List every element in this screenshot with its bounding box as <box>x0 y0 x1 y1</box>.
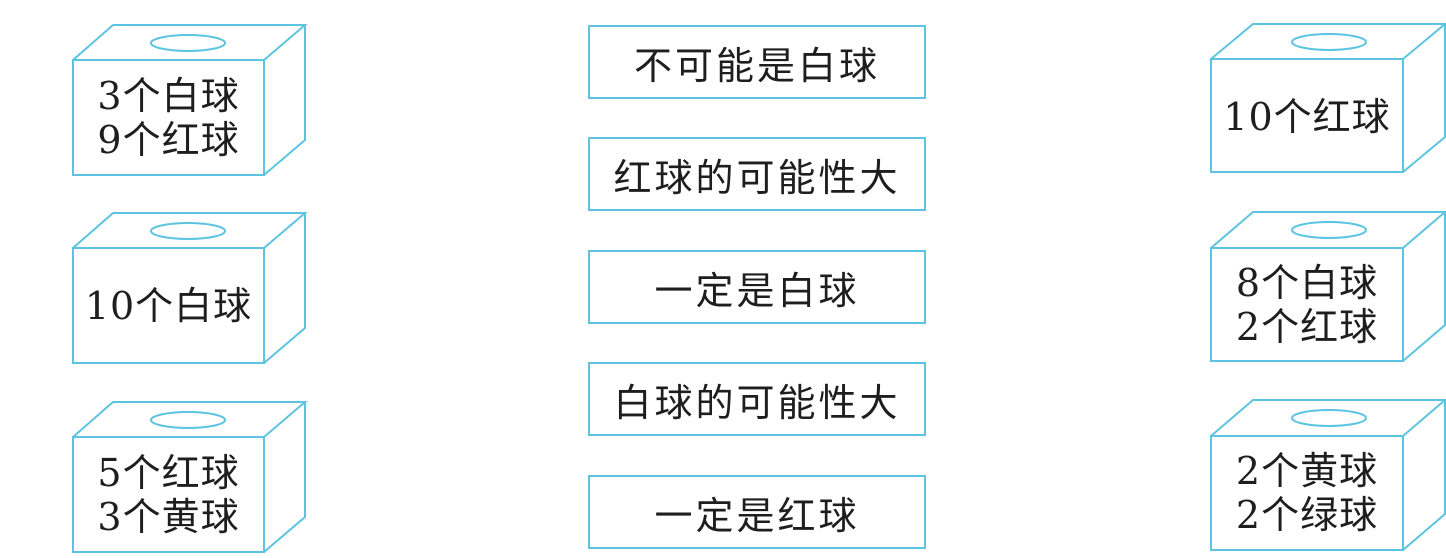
box-contents: 8个白球 2个红球 <box>1211 247 1403 363</box>
box-contents: 2个黄球 2个绿球 <box>1211 435 1403 551</box>
box-contents: 5个红球 3个黄球 <box>73 437 264 553</box>
ball-box-left-1[interactable]: 3个白球 9个红球 <box>72 24 313 180</box>
box-contents: 3个白球 9个红球 <box>73 60 264 176</box>
box-line: 3个白球 <box>97 74 240 118</box>
statement-text: 不可能是白球 <box>633 43 880 88</box>
box-line: 10个白球 <box>84 284 253 328</box>
box-outline-icon <box>1210 211 1446 362</box>
box-line: 2个红球 <box>1235 305 1379 349</box>
statement-text: 一定是白球 <box>654 268 860 313</box>
box-line: 8个白球 <box>1235 261 1379 305</box>
ball-box-right-2[interactable]: 8个白球 2个红球 <box>1210 211 1446 367</box>
ball-box-right-3[interactable]: 2个黄球 2个绿球 <box>1210 399 1446 555</box>
box-line: 9个红球 <box>97 118 240 162</box>
box-line: 2个黄球 <box>1235 449 1379 493</box>
box-line: 10个红球 <box>1223 95 1391 139</box>
box-contents: 10个红球 <box>1211 59 1403 175</box>
box-line: 2个绿球 <box>1235 493 1379 537</box>
statement-option-4[interactable]: 白球的可能性大 <box>588 362 926 436</box>
statement-text: 白球的可能性大 <box>613 380 901 425</box>
ball-box-right-1[interactable]: 10个红球 <box>1210 23 1446 179</box>
statement-option-1[interactable]: 不可能是白球 <box>588 25 926 99</box>
box-outline-icon <box>1210 23 1446 173</box>
statement-option-2[interactable]: 红球的可能性大 <box>588 137 926 211</box>
ball-box-left-3[interactable]: 5个红球 3个黄球 <box>72 401 313 557</box>
box-line: 5个红球 <box>97 451 240 495</box>
box-line: 3个黄球 <box>97 495 240 539</box>
box-outline-icon <box>72 401 308 553</box>
box-outline-icon <box>1210 399 1446 551</box>
ball-box-left-2[interactable]: 10个白球 <box>72 212 313 368</box>
statement-text: 红球的可能性大 <box>613 155 901 200</box>
statement-text: 一定是红球 <box>654 493 860 538</box>
box-outline-icon <box>72 24 308 176</box>
statement-option-3[interactable]: 一定是白球 <box>588 250 926 324</box>
box-contents: 10个白球 <box>73 248 264 364</box>
box-outline-icon <box>72 212 308 364</box>
statement-option-5[interactable]: 一定是红球 <box>588 475 926 549</box>
